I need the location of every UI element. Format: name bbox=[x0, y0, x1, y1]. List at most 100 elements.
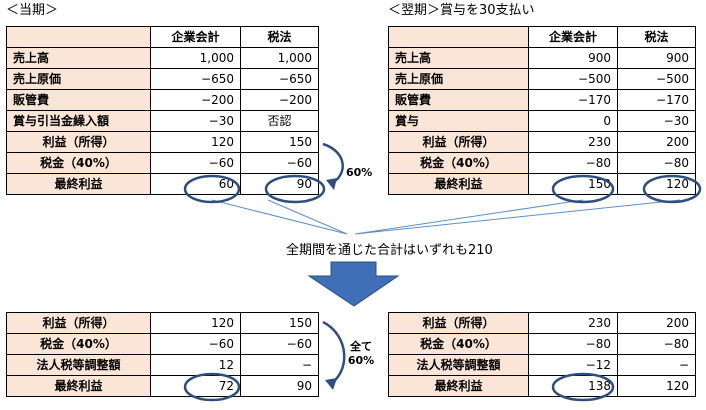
curved-arrow-bottom-head bbox=[325, 378, 337, 390]
current-period-table: 企業会計 税法 売上高 1,000 1,000 売上原価 −650 −650 販… bbox=[6, 26, 319, 195]
table-row: 賞与 0 −30 bbox=[388, 110, 696, 132]
tax-value: 1,000 bbox=[240, 47, 319, 69]
tax-value: 90 bbox=[240, 375, 319, 397]
row-label: 利益（所得） bbox=[388, 312, 529, 334]
corporate-value: 72 bbox=[150, 375, 241, 397]
down-arrow bbox=[307, 261, 400, 307]
table-row: 利益（所得） 230 200 bbox=[388, 312, 696, 334]
corporate-value: −30 bbox=[150, 110, 241, 132]
next-period-caption: ＜翌期＞賞与を30支払い bbox=[388, 3, 535, 18]
table-row: 売上高 1,000 1,000 bbox=[6, 47, 319, 69]
tax-value: 150 bbox=[240, 131, 319, 153]
corporate-value: −60 bbox=[150, 152, 241, 174]
corporate-value: −12 bbox=[528, 354, 618, 376]
rate-note-bottom-line1: 全て bbox=[350, 340, 372, 353]
row-label: 販管費 bbox=[6, 89, 151, 111]
curved-arrow-top-head bbox=[326, 178, 337, 190]
corporate-value: −650 bbox=[150, 68, 241, 90]
row-label: 賞与引当金繰入額 bbox=[6, 110, 151, 132]
curved-arrow-top bbox=[322, 142, 344, 186]
header-corner bbox=[6, 26, 151, 48]
summary-text: 全期間を通じた合計はいずれも210 bbox=[286, 243, 493, 258]
row-label: 税金（40%） bbox=[388, 152, 529, 174]
tax-value: 200 bbox=[617, 131, 696, 153]
corporate-value: −60 bbox=[150, 333, 241, 355]
tax-value: 120 bbox=[617, 173, 696, 195]
tax-value: −200 bbox=[240, 89, 319, 111]
table-row: 法人税等調整額 12 − bbox=[6, 354, 319, 376]
row-label: 売上高 bbox=[388, 47, 529, 69]
table-row: 売上原価 −650 −650 bbox=[6, 68, 319, 90]
table-row: 税金（40%） −80 −80 bbox=[388, 152, 696, 174]
tax-value: 150 bbox=[240, 312, 319, 334]
table-row: 販管費 −170 −170 bbox=[388, 89, 696, 111]
row-label: 最終利益 bbox=[6, 173, 151, 195]
tax-value: −60 bbox=[240, 152, 319, 174]
table-row: 利益（所得） 120 150 bbox=[6, 131, 319, 153]
corporate-value: 138 bbox=[528, 375, 618, 397]
row-label: 売上原価 bbox=[388, 68, 529, 90]
row-label: 最終利益 bbox=[388, 375, 529, 397]
table-row: 税金（40%） −80 −80 bbox=[388, 333, 696, 355]
curved-arrow-bottom bbox=[322, 320, 346, 386]
next-period-table: 企業会計 税法 売上高 900 900 売上原価 −500 −500 販管費 −… bbox=[388, 26, 696, 195]
row-label: 利益（所得） bbox=[6, 312, 151, 334]
column-header-corporate: 企業会計 bbox=[528, 26, 618, 48]
row-label: 利益（所得） bbox=[6, 131, 151, 153]
table-row: 税金（40%） −60 −60 bbox=[6, 333, 319, 355]
tax-value: −30 bbox=[617, 110, 696, 132]
table-row: 税金（40%） −60 −60 bbox=[6, 152, 319, 174]
corporate-value: 900 bbox=[528, 47, 618, 69]
corporate-value: 120 bbox=[150, 312, 241, 334]
corporate-value: −200 bbox=[150, 89, 241, 111]
corporate-value: −80 bbox=[528, 152, 618, 174]
corporate-value: −80 bbox=[528, 333, 618, 355]
row-label: 法人税等調整額 bbox=[388, 354, 529, 376]
table-row: 最終利益 138 120 bbox=[388, 375, 696, 397]
row-label: 最終利益 bbox=[388, 173, 529, 195]
rate-note-top: 60% bbox=[346, 166, 373, 179]
corporate-value: 150 bbox=[528, 173, 618, 195]
table-row: 販管費 −200 −200 bbox=[6, 89, 319, 111]
table-row: 法人税等調整額 −12 − bbox=[388, 354, 696, 376]
table-row: 売上原価 −500 −500 bbox=[388, 68, 696, 90]
tax-value: −60 bbox=[240, 333, 319, 355]
row-label: 賞与 bbox=[388, 110, 529, 132]
row-label: 法人税等調整額 bbox=[6, 354, 151, 376]
row-label: 税金（40%） bbox=[6, 152, 151, 174]
next-period-adjusted-table: 利益（所得） 230 200 税金（40%） −80 −80 法人税等調整額 −… bbox=[388, 312, 696, 397]
table-header-row: 企業会計 税法 bbox=[6, 26, 319, 48]
table-row: 売上高 900 900 bbox=[388, 47, 696, 69]
table-row: 最終利益 72 90 bbox=[6, 375, 319, 397]
corporate-value: −500 bbox=[528, 68, 618, 90]
corporate-value: 12 bbox=[150, 354, 241, 376]
corporate-value: −170 bbox=[528, 89, 618, 111]
table-row: 賞与引当金繰入額 −30 否認 bbox=[6, 110, 319, 132]
tax-value: −80 bbox=[617, 152, 696, 174]
tax-value: −80 bbox=[617, 333, 696, 355]
row-label: 最終利益 bbox=[6, 375, 151, 397]
table-row: 最終利益 150 120 bbox=[388, 173, 696, 195]
connector-line-left bbox=[211, 199, 348, 235]
corporate-value: 1,000 bbox=[150, 47, 241, 69]
tax-value: 200 bbox=[617, 312, 696, 334]
table-header-row: 企業会計 税法 bbox=[388, 26, 696, 48]
column-header-tax: 税法 bbox=[240, 26, 319, 48]
row-label: 税金（40%） bbox=[388, 333, 529, 355]
current-period-adjusted-table: 利益（所得） 120 150 税金（40%） −60 −60 法人税等調整額 1… bbox=[6, 312, 319, 397]
row-label: 利益（所得） bbox=[388, 131, 529, 153]
column-header-corporate: 企業会計 bbox=[150, 26, 241, 48]
column-header-tax: 税法 bbox=[617, 26, 696, 48]
tax-value: −500 bbox=[617, 68, 696, 90]
tax-value: 900 bbox=[617, 47, 696, 69]
row-label: 売上原価 bbox=[6, 68, 151, 90]
row-label: 販管費 bbox=[388, 89, 529, 111]
tax-value: 120 bbox=[617, 375, 696, 397]
corporate-value: 60 bbox=[150, 173, 241, 195]
header-corner bbox=[388, 26, 529, 48]
row-label: 売上高 bbox=[6, 47, 151, 69]
tax-value: − bbox=[617, 354, 696, 376]
current-period-caption: ＜当期＞ bbox=[6, 3, 59, 18]
corporate-value: 230 bbox=[528, 131, 618, 153]
